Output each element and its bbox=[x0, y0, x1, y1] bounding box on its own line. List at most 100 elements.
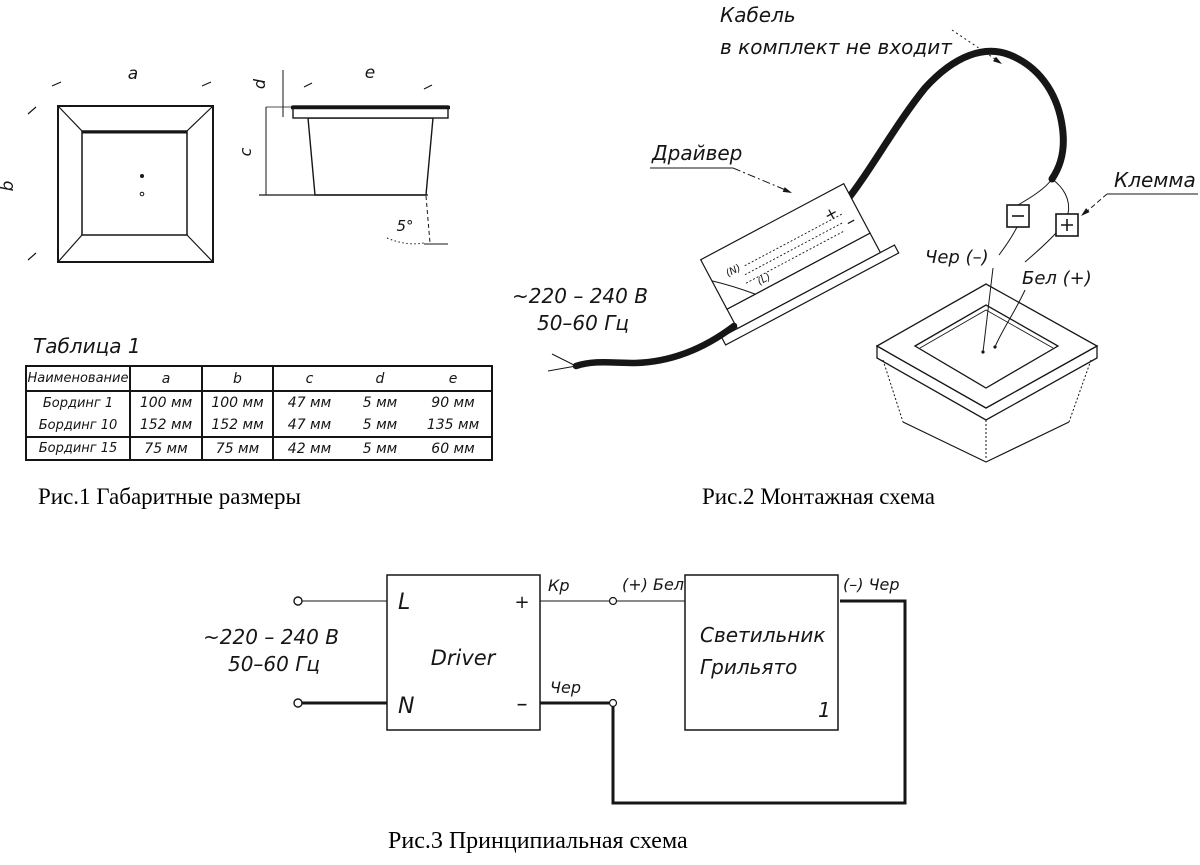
dim-d-label: d bbox=[250, 78, 269, 89]
table-row: Бординг 1 100 мм 100 мм 47 мм 5 мм 90 мм bbox=[26, 391, 492, 414]
angle-arc bbox=[386, 237, 425, 245]
table-cell: Бординг 10 bbox=[26, 414, 131, 438]
table-cell: 75 мм bbox=[130, 437, 203, 460]
dim-c-label: c bbox=[236, 147, 255, 156]
fig2-mounting-scheme: Кабель в комплект не входит (N) (L) + – … bbox=[512, 3, 1198, 463]
table-cell: Бординг 1 bbox=[26, 391, 131, 414]
center-hole bbox=[139, 191, 145, 197]
plus-terminal-wire bbox=[1024, 232, 1057, 263]
dimension-table-block: Таблица 1 Наименование a b c d e Бординг… bbox=[25, 334, 493, 461]
terminal-leader-line bbox=[1084, 193, 1108, 214]
table-header-cell: Наименование bbox=[26, 366, 131, 392]
driver-end-cap-line bbox=[711, 280, 756, 295]
table-cell: 5 мм bbox=[362, 440, 398, 457]
input-terminal-n bbox=[293, 698, 303, 708]
dim-b-label: b bbox=[0, 181, 18, 192]
table-cell: 100 мм bbox=[130, 391, 203, 414]
fig2-caption: Рис.2 Монтажная схема bbox=[702, 484, 935, 509]
terminal-label: Клемма bbox=[1114, 168, 1196, 192]
dimension-table: Наименование a b c d e Бординг 1 100 мм … bbox=[25, 365, 493, 461]
center-dot bbox=[140, 174, 144, 178]
fixture-body-side bbox=[307, 117, 434, 196]
table-cell: 42 мм bbox=[287, 440, 332, 457]
white-wire-point bbox=[993, 345, 997, 349]
table-header-cell: e bbox=[415, 366, 492, 392]
wire-black-right-label: (–) Чер bbox=[843, 575, 900, 594]
junction-plus bbox=[608, 596, 618, 606]
table-row: Бординг 10 152 мм 152 мм 47 мм 5 мм 135 … bbox=[26, 414, 492, 438]
driver-minus-pin: – bbox=[517, 692, 528, 717]
table-cell: 135 мм bbox=[415, 414, 492, 438]
wire-white-label: (+) Бел bbox=[622, 575, 684, 594]
schematic-power-line2: 50–60 Гц bbox=[228, 652, 320, 676]
driver-l-pin: L bbox=[398, 590, 410, 615]
table-cell: 5 мм bbox=[362, 395, 398, 411]
luminaire-body-hidden-edges bbox=[882, 359, 1092, 460]
table-title: Таблица 1 bbox=[33, 334, 141, 358]
table-cell: 47 мм bbox=[287, 395, 332, 411]
black-wire-leader bbox=[982, 267, 994, 353]
schematic-power-line1: ~220 – 240 В bbox=[203, 625, 339, 649]
black-wire-point bbox=[981, 350, 985, 354]
driver-label: Драйвер bbox=[651, 141, 742, 165]
wire-black-label: Чер bbox=[550, 678, 581, 697]
table-cell: 47 мм bbox=[273, 414, 345, 438]
dim-a-ticks bbox=[51, 81, 212, 87]
supply-cable bbox=[840, 47, 1067, 208]
table-cell: Бординг 15 bbox=[26, 437, 131, 460]
luminaire-name-line2: Грильято bbox=[700, 655, 797, 679]
angle-label: 5° bbox=[396, 217, 413, 235]
driver-leader-arrow-icon bbox=[782, 187, 792, 193]
input-cable-wire-ends bbox=[547, 353, 577, 372]
terminal-leader-arrow-icon bbox=[1081, 208, 1090, 216]
luminaire-body-bottom bbox=[902, 421, 1070, 463]
input-cable bbox=[572, 322, 738, 370]
fixture-inner-panel bbox=[81, 130, 188, 236]
white-wire-label: Бел (+) bbox=[1022, 268, 1092, 289]
table-header-row: Наименование a b c d e bbox=[26, 366, 492, 392]
table-cell: 152 мм bbox=[130, 414, 203, 438]
power-label-line1: ~220 – 240 В bbox=[512, 284, 648, 308]
table-cell: 75 мм bbox=[202, 437, 274, 460]
table-header-cell: b bbox=[202, 366, 274, 392]
plus-terminal-icon bbox=[1061, 219, 1073, 231]
junction-minus bbox=[608, 698, 618, 708]
luminaire-block bbox=[684, 574, 839, 731]
table-header-cell: c bbox=[273, 366, 345, 392]
driver-leader-line bbox=[732, 167, 789, 192]
cable-note-line2: в комплект не входит bbox=[720, 35, 953, 59]
driver-block-label: Driver bbox=[431, 646, 497, 670]
fig1-caption: Рис.1 Габаритные размеры bbox=[38, 484, 301, 509]
driver-top-face bbox=[699, 182, 871, 310]
dim-b-ticks bbox=[27, 106, 37, 261]
fig3-schematic: ~220 – 240 В 50–60 Гц L N Driver + – Кр … bbox=[203, 574, 907, 805]
fig1-dimension-drawing: a b d e c 5° bbox=[0, 63, 450, 263]
cable-leader-line bbox=[951, 29, 999, 62]
input-terminal-l bbox=[293, 596, 303, 606]
table-cell: 5 мм bbox=[345, 414, 415, 438]
table-cell: 152 мм bbox=[202, 414, 274, 438]
table-cell: 90 мм bbox=[431, 395, 475, 411]
dim-e-label: e bbox=[365, 63, 375, 83]
white-wire-leader bbox=[994, 289, 1026, 348]
frame-bevel-lines bbox=[57, 105, 214, 263]
wire-black-return bbox=[611, 599, 907, 805]
dim-a-label: a bbox=[128, 64, 138, 84]
black-wire-label: Чер (–) bbox=[925, 247, 989, 268]
dim-e-ticks bbox=[303, 82, 433, 90]
angle-extension-line bbox=[425, 195, 431, 244]
luminaire-name-line1: Светильник bbox=[700, 623, 825, 647]
wire-to-plus-terminal bbox=[1051, 178, 1070, 215]
table-cell: 60 мм bbox=[431, 440, 475, 457]
driver-n-pin: N bbox=[398, 694, 414, 719]
luminaire-opening bbox=[913, 304, 1060, 389]
table-row: Бординг 15 75 мм 75 мм 42 мм 5 мм 60 мм bbox=[26, 437, 492, 460]
wire-red-label: Кр bbox=[548, 576, 570, 595]
driver-box: (N) (L) + – bbox=[699, 182, 900, 346]
power-label-line2: 50–60 Гц bbox=[537, 311, 629, 335]
wire-to-minus-terminal bbox=[1017, 178, 1053, 206]
fig3-caption: Рис.3 Принципиальная схема bbox=[388, 828, 688, 854]
table-cell: 100 мм bbox=[202, 391, 274, 414]
cable-leader-arrow-icon bbox=[993, 56, 1002, 64]
minus-terminal-wire bbox=[998, 226, 1018, 256]
